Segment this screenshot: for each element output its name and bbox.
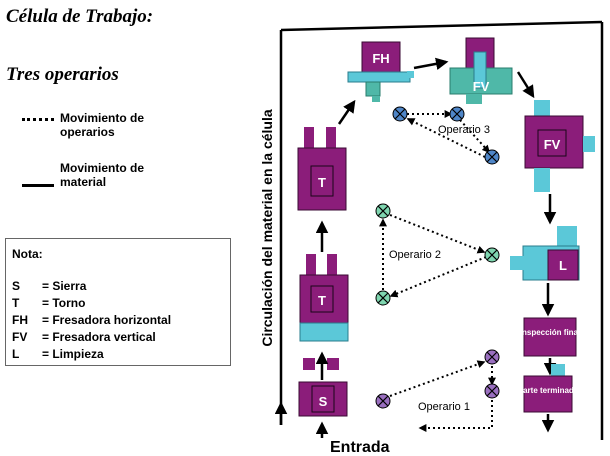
operator-2-label: Operario 2 — [389, 249, 441, 261]
page-subtitle: Tres operarios — [6, 64, 119, 85]
circulation-frame — [274, 20, 604, 440]
final-inspection-station: Inspección final — [520, 317, 580, 357]
note-box: Nota: S = Sierra T = Torno FH = Fresadora h… — [5, 238, 231, 366]
operator-3-station-icon — [392, 106, 408, 122]
vertical-mill-machine-1: FV — [449, 37, 513, 104]
vertical-mill-machine-2: FV — [524, 100, 595, 192]
operator-2-station-icon — [375, 203, 391, 219]
note-abbr: L — [12, 347, 20, 361]
note-desc: = Fresadora vertical — [42, 330, 156, 344]
note-desc: = Limpieza — [42, 347, 104, 361]
lathe-machine-2: T — [297, 127, 347, 211]
note-desc: = Fresadora horizontal — [42, 313, 172, 327]
operator-3-station-icon — [484, 149, 500, 165]
entry-label: Entrada — [330, 439, 390, 456]
finished-part-label: Parte terminada — [518, 386, 579, 395]
note-row-limpieza: L = Limpieza — [12, 347, 104, 361]
legend-operator-movement: Movimiento de operarios — [60, 111, 145, 139]
operator-2-station-icon — [484, 247, 500, 263]
note-row-fresadora-horizontal: FH = Fresadora horizontal — [12, 313, 171, 327]
saw-label: S — [319, 394, 328, 409]
lathe-1-label: T — [318, 293, 326, 308]
operator-1-station-icon — [484, 349, 500, 365]
note-abbr: FV — [12, 330, 28, 344]
operator-3-path: Operario 3 — [402, 110, 491, 158]
cleaning-label: L — [559, 258, 567, 273]
note-row-fresadora-vertical: FV = Fresadora vertical — [12, 330, 156, 344]
vertical-mill-1-label: FV — [473, 79, 490, 94]
operator-3-label: Operario 3 — [438, 124, 490, 136]
cleaning-machine: L — [510, 226, 580, 281]
operator-3-station-icon — [449, 106, 465, 122]
operator-2-station-icon — [375, 290, 391, 306]
vertical-mill-2-label: FV — [544, 137, 561, 152]
note-desc: = Torno — [42, 296, 86, 310]
horizontal-mill-machine: FH — [347, 41, 414, 102]
legend-dotted-line — [22, 118, 54, 121]
note-row-sierra: S = Sierra — [12, 279, 86, 293]
legend-solid-line — [22, 184, 54, 187]
operator-1-station-icon — [375, 393, 391, 409]
note-heading: Nota: — [12, 247, 43, 261]
note-desc: = Sierra — [42, 279, 87, 293]
horizontal-mill-label: FH — [372, 51, 389, 66]
saw-machine: S — [298, 358, 348, 417]
finished-part-station: Parte terminada — [518, 364, 579, 413]
note-abbr: S — [12, 279, 21, 293]
page-title: Célula de Trabajo: — [6, 6, 154, 27]
operator-1-label: Operario 1 — [418, 401, 470, 413]
legend-material-movement: Movimiento de material — [60, 161, 145, 189]
note-abbr: T — [12, 296, 20, 310]
lathe-2-label: T — [318, 175, 326, 190]
operator-2-path: Operario 2 — [379, 214, 487, 298]
note-row-torno: T = Torno — [12, 296, 85, 310]
circulation-label: Circulación del material en la célula — [259, 109, 275, 347]
final-inspection-label: Inspección final — [520, 328, 580, 337]
note-abbr: FH — [12, 313, 28, 327]
lathe-machine-1: T — [299, 254, 349, 342]
operator-1-station-icon — [484, 383, 500, 399]
operator-1-path: Operario 1 — [389, 360, 496, 432]
